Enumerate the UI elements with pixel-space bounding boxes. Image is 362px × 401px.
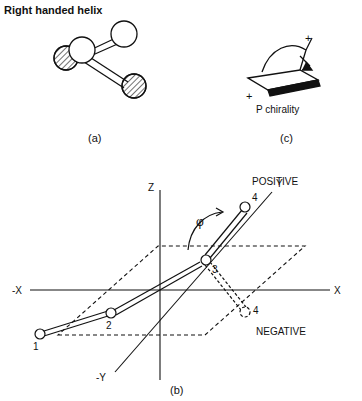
axes [30,190,330,380]
angle-label: φ [196,216,204,229]
callout-number: 4 [253,305,259,316]
axis-label: Z [148,182,154,193]
callout-number: 1 [33,341,39,352]
axis-label: -X [12,285,22,296]
chirality-ribbon [248,38,320,96]
figure-title: Right handed helix [4,4,102,16]
ball-and-stick [54,21,146,98]
panel-label: (b) [170,384,183,396]
sign-label: POSITIVE [252,176,298,187]
callout-number: 3 [212,264,218,275]
axis-label: X [334,285,341,296]
sign-mark: + [305,32,311,44]
sign-label: NEGATIVE [256,326,306,337]
panel-label: (a) [88,132,101,144]
axis-label: -Y [96,372,106,383]
bond-chain [35,202,250,339]
callout-number: 2 [106,320,112,331]
caption-text: P chirality [256,104,299,115]
panel-label: (c) [280,132,293,144]
sign-mark: + [246,90,252,102]
callout-number: 4 [252,192,258,203]
